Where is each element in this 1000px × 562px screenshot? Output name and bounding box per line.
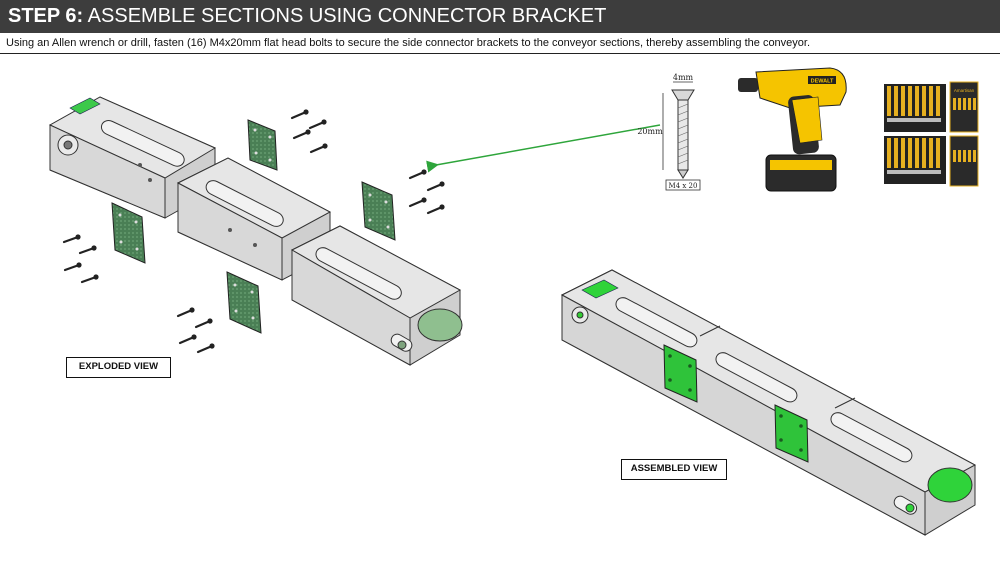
- exploded-view-label: EXPLODED VIEW: [66, 357, 171, 378]
- assembled-view-label: ASSEMBLED VIEW: [621, 459, 727, 480]
- cordless-drill-image: DEWALT: [738, 67, 847, 192]
- instruction-text: Using an Allen wrench or drill, fasten (…: [6, 37, 811, 49]
- bolt-diameter-label: 4mm: [673, 73, 694, 82]
- bolt-length-label: 20mm: [637, 127, 663, 136]
- bolt-size-tag: M4 x 20: [669, 182, 698, 190]
- connector-bracket-side-2: [226, 271, 262, 334]
- driver-bit-set-image: Amartisan: [884, 81, 979, 187]
- connector-bracket-side-1: [111, 202, 146, 264]
- assembled-conveyor: [560, 269, 977, 536]
- conveyor-section-3: [290, 225, 463, 366]
- pointer-arrow: [426, 124, 661, 173]
- drill-brand: DEWALT: [811, 79, 834, 85]
- step-header-bar: STEP 6: ASSEMBLE SECTIONS USING CONNECTO…: [0, 0, 1000, 33]
- connector-bracket-top-1: [247, 119, 278, 171]
- step-title: STEP 6: ASSEMBLE SECTIONS USING CONNECTO…: [8, 5, 606, 28]
- step-heading: ASSEMBLE SECTIONS USING CONNECTOR BRACKE…: [87, 5, 607, 27]
- connector-bracket-top-2: [361, 181, 396, 241]
- exploded-conveyor: [48, 96, 463, 366]
- divider: [0, 53, 1000, 54]
- conveyor-section-1: [48, 96, 217, 219]
- bitset-brand: Amartisan: [954, 88, 975, 93]
- bolt-spec-drawing: 4mm 20mm M4 x 20: [637, 73, 701, 191]
- step-number: STEP 6:: [8, 5, 84, 27]
